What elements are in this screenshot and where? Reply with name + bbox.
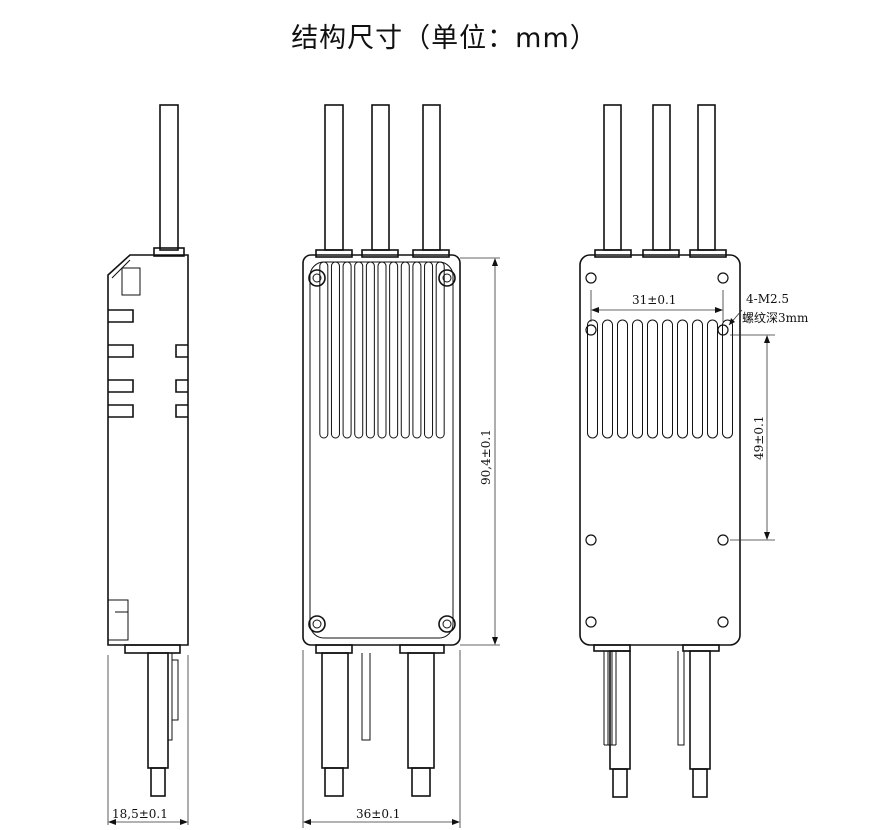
heatsink-fin bbox=[354, 261, 364, 439]
dim-hole-spacing-x: 31±0.1 bbox=[632, 293, 676, 307]
heatsink-fin bbox=[677, 319, 688, 439]
front-view: 90,4±0.1 36±0.1 bbox=[302, 104, 500, 828]
back-view: 31±0.1 49±0.1 4-M2.5 螺纹深3mm bbox=[579, 104, 809, 798]
dim-front-width: 36±0.1 bbox=[356, 807, 400, 821]
heatsink-fin bbox=[617, 319, 628, 439]
heatsink-fin bbox=[587, 319, 598, 439]
heatsink-fin bbox=[319, 261, 329, 439]
heatsink-fin bbox=[412, 261, 422, 439]
dim-front-height: 90,4±0.1 bbox=[479, 429, 493, 485]
heatsink-fin bbox=[400, 261, 410, 439]
heatsink-fin bbox=[424, 261, 434, 439]
heatsink-fin bbox=[722, 319, 733, 439]
heatsink-fin bbox=[365, 261, 375, 439]
screw-depth-label: 螺纹深3mm bbox=[742, 311, 809, 325]
side-view: 18,5±0.1 bbox=[107, 104, 189, 825]
heatsink-fin bbox=[377, 261, 387, 439]
heatsink-fin bbox=[330, 261, 340, 439]
heatsink-fin bbox=[632, 319, 643, 439]
dim-side-width: 18,5±0.1 bbox=[112, 807, 168, 821]
heatsink-fin bbox=[647, 319, 658, 439]
heatsink-fin bbox=[435, 261, 445, 439]
heatsink-fin bbox=[662, 319, 673, 439]
heatsink-fin bbox=[692, 319, 703, 439]
heatsink-fin bbox=[707, 319, 718, 439]
heatsink-fin bbox=[389, 261, 399, 439]
screw-spec-label: 4-M2.5 bbox=[746, 292, 789, 306]
dim-hole-spacing-y: 49±0.1 bbox=[752, 416, 766, 460]
heatsink-fin bbox=[342, 261, 352, 439]
drawing-title: 结构尺寸（单位：mm） bbox=[291, 23, 598, 54]
heatsink-fin bbox=[602, 319, 613, 439]
